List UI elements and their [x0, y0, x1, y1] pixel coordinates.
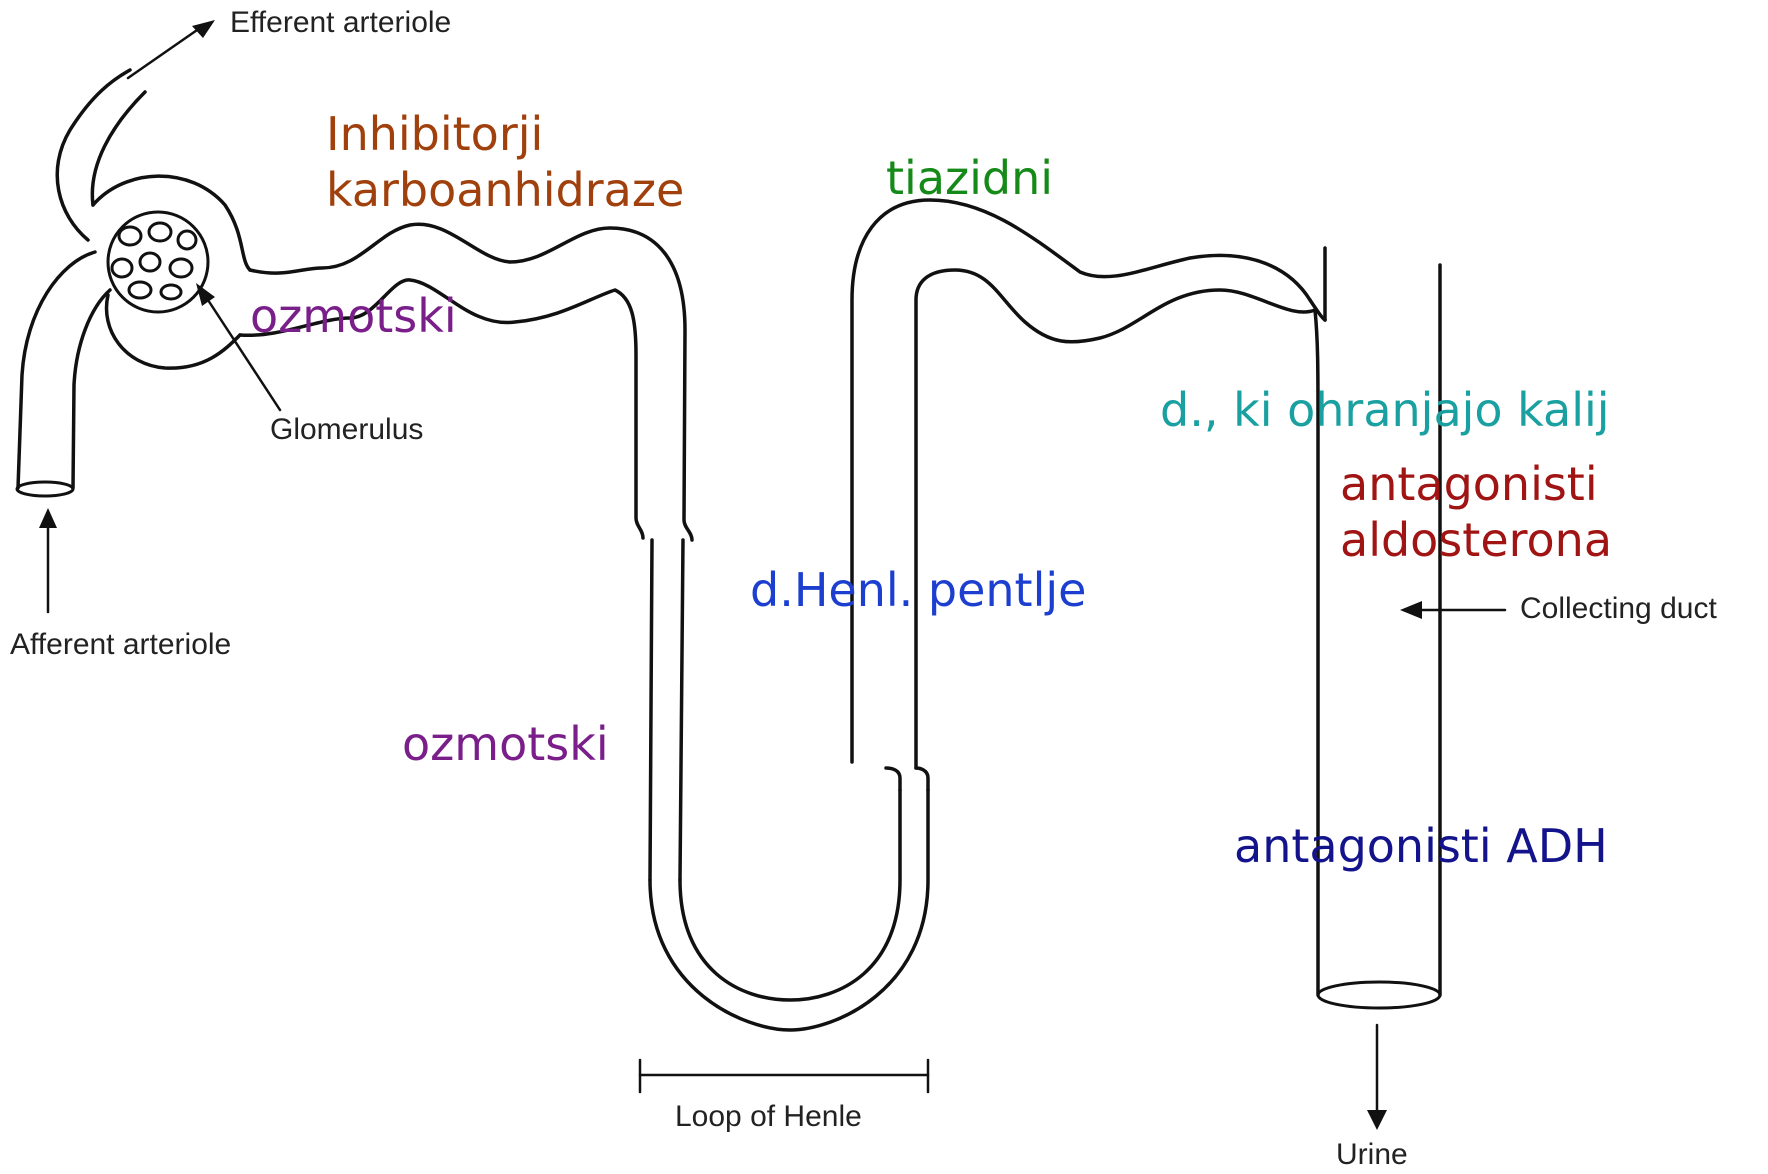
- osmotic-diuretics-label-upper: ozmotski: [250, 290, 457, 343]
- proximal-tubule-upper-wall: [250, 224, 692, 540]
- aldosterone-antagonists-label-line1: antagonisti: [1340, 458, 1598, 511]
- loop-bend-outer-wall: [650, 790, 928, 1030]
- afferent-arteriole-label: Afferent arteriole: [10, 628, 231, 663]
- descending-limb-inner-wall: [680, 540, 683, 880]
- efferent-arrow-line: [128, 28, 200, 78]
- loop-diuretics-label: d.Henl. pentlje: [750, 564, 1086, 617]
- bowmans-capsule-outer-wall: [93, 176, 250, 270]
- bowmans-capsule-lower-wall: [107, 295, 240, 368]
- adh-antagonists-label: antagonisti ADH: [1234, 820, 1608, 873]
- ascending-thin-inner-wall: [886, 768, 900, 790]
- collecting-duct-pointer-head: [1400, 601, 1422, 619]
- potassium-sparing-diuretics-label: d., ki ohranjajo kalij: [1160, 384, 1610, 437]
- glomerulus-pointer-head: [196, 283, 215, 306]
- glomerulus: [108, 212, 208, 312]
- urine-arrow-head: [1367, 1110, 1387, 1130]
- efferent-arteriole-inner-wall: [92, 92, 145, 205]
- afferent-arrow-head: [39, 508, 57, 528]
- carbonic-anhydrase-inhibitors-label-line2: karboanhidraze: [326, 164, 684, 217]
- efferent-arteriole-label: Efferent arteriole: [230, 6, 451, 41]
- collecting-duct-label: Collecting duct: [1520, 592, 1717, 627]
- collecting-duct-opening: [1318, 982, 1440, 1008]
- descending-limb-outer-wall: [650, 540, 652, 880]
- aldosterone-antagonists-label-line2: aldosterona: [1340, 514, 1612, 567]
- glomerulus-label: Glomerulus: [270, 413, 423, 448]
- loop-of-henle-bracket: [640, 1060, 928, 1092]
- ascending-thin-outer-wall: [916, 768, 928, 790]
- efferent-arteriole-outer-wall: [57, 70, 130, 240]
- loop-of-henle-label: Loop of Henle: [675, 1100, 862, 1135]
- efferent-arrow-head: [192, 20, 215, 38]
- carbonic-anhydrase-inhibitors-label-line1: Inhibitorji: [326, 108, 543, 161]
- afferent-arteriole-outer-wall: [18, 252, 95, 488]
- urine-label: Urine: [1336, 1138, 1408, 1173]
- thiazide-diuretics-label: tiazidni: [886, 152, 1053, 205]
- thick-ascending-limb-outer-wall: [916, 270, 1315, 768]
- loop-bend-inner-wall: [680, 790, 900, 1000]
- afferent-arteriole-opening: [17, 482, 73, 496]
- osmotic-diuretics-label-lower: ozmotski: [402, 718, 609, 771]
- afferent-arteriole-inner-wall: [73, 290, 110, 488]
